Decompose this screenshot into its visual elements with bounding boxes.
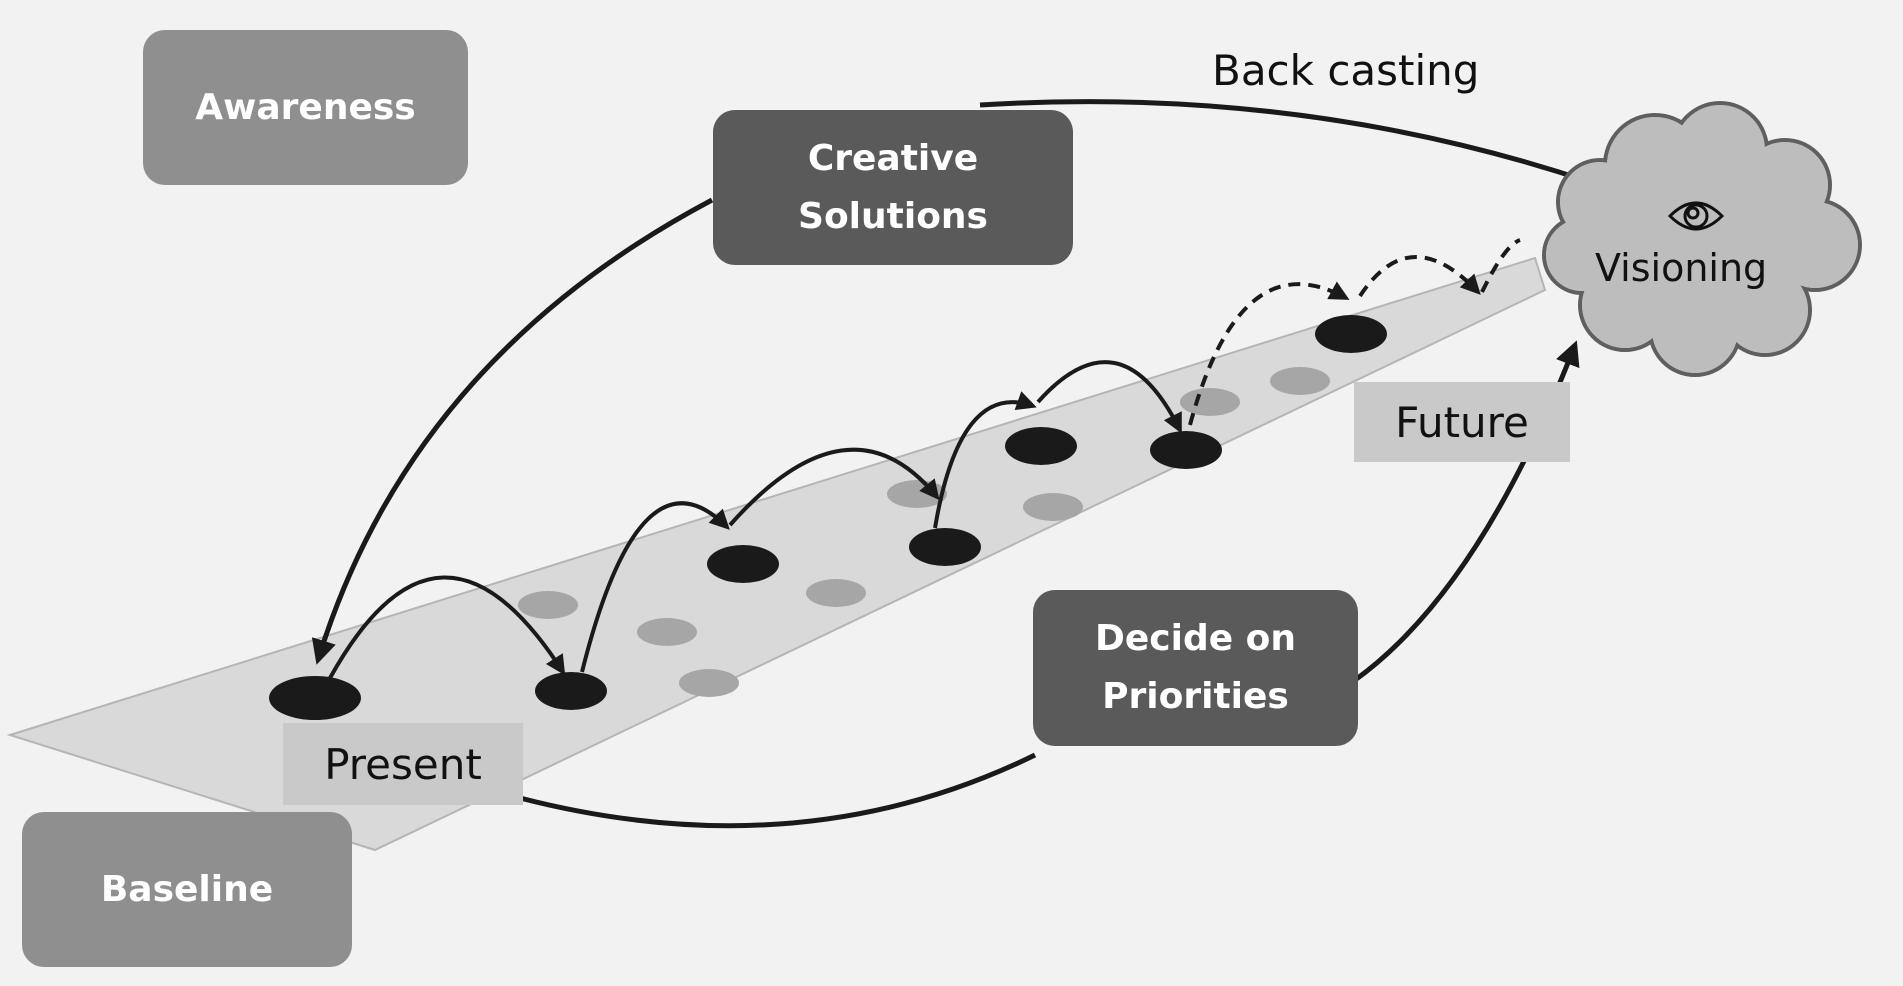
dark-step [707, 545, 779, 583]
dark-step [1150, 431, 1222, 469]
visioning-label: Visioning [1595, 246, 1768, 290]
path-road [6, 256, 1547, 852]
hop-arrow [728, 447, 940, 527]
decide-on-priorities-label: Decide on Priorities [1094, 618, 1297, 717]
dark-steps [269, 315, 1387, 720]
future-label: Future [1395, 397, 1529, 447]
cloud-icon [1542, 101, 1862, 377]
hop-arrows [328, 360, 1182, 679]
present-label-box: Present [283, 723, 523, 805]
creative-solutions-arrow [311, 197, 714, 665]
light-step [1180, 388, 1240, 416]
back-casting-arc [979, 99, 1591, 185]
light-step [637, 618, 697, 646]
light-step [679, 669, 739, 697]
hop-arrow [1036, 360, 1182, 434]
hop-arrow [328, 575, 566, 679]
dark-step [535, 672, 607, 710]
dark-step [1005, 427, 1077, 465]
hop-arrow [933, 391, 1037, 529]
present-label: Present [324, 739, 482, 789]
light-step [1023, 493, 1083, 521]
baseline-label: Baseline [100, 869, 274, 910]
future-label-box: Future [1354, 382, 1570, 462]
dashed-hop-arrow [1358, 255, 1481, 298]
dashed-hop-arrow [1188, 281, 1350, 426]
dark-step [269, 676, 361, 720]
baseline-box: Baseline [22, 812, 352, 967]
dark-step [1315, 315, 1387, 353]
eye-icon [1667, 201, 1725, 231]
light-step [806, 579, 866, 607]
awareness-label: Awareness [195, 87, 416, 128]
dashed-hop-arrows [1188, 238, 1521, 426]
dark-step [909, 528, 981, 566]
light-step [1270, 367, 1330, 395]
decide-on-priorities-box: Decide on Priorities [1033, 590, 1358, 746]
light-step [518, 591, 578, 619]
hop-arrow [580, 501, 730, 673]
awareness-box: Awareness [143, 30, 468, 185]
back-casting-label: Back casting [1212, 46, 1480, 95]
present-to-decide-arc [519, 752, 1037, 829]
creative-solutions-label: Creative Solutions [798, 137, 988, 237]
dashed-hop-arrow [1480, 238, 1521, 293]
creative-solutions-box: Creative Solutions [713, 110, 1073, 265]
